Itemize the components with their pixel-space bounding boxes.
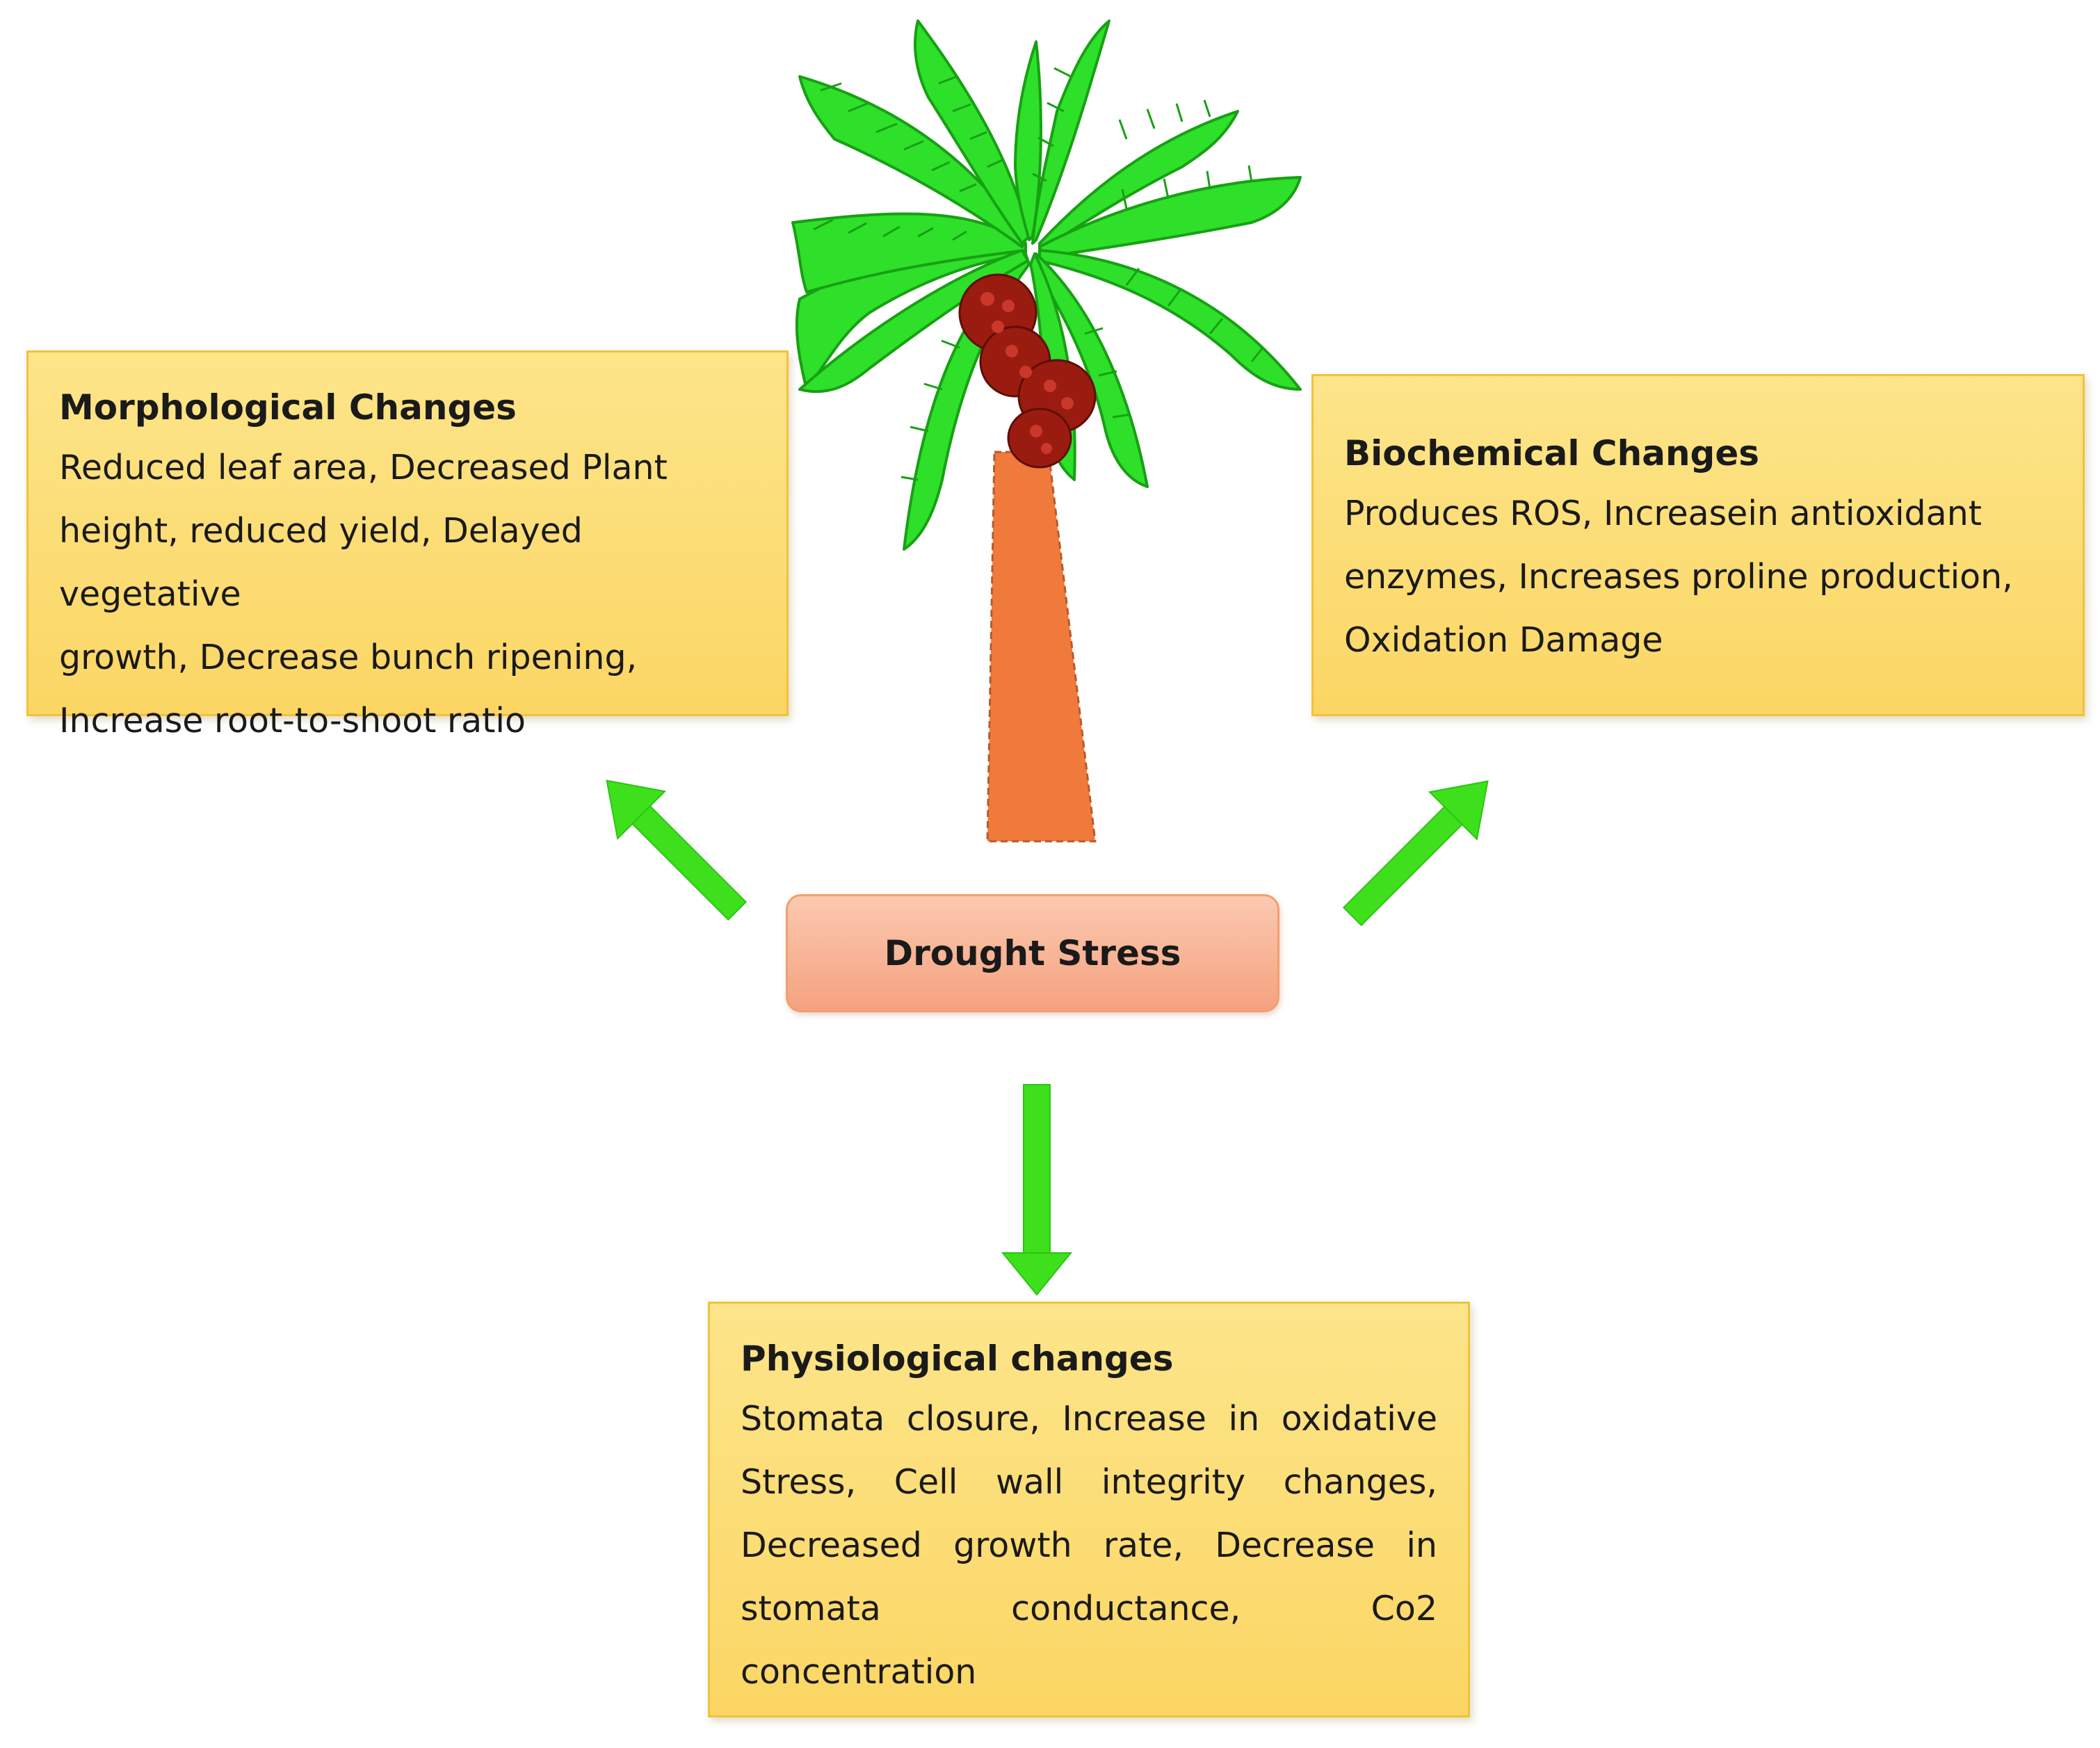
morphological-changes-box: Morphological Changes Reduced leaf area,…	[26, 350, 789, 741]
arrow-up-left-icon	[606, 779, 748, 921]
drought-stress-node: Drought Stress	[786, 894, 1279, 1012]
biochemical-text: Produces ROS, Increasein antioxidant enz…	[1344, 494, 2013, 660]
physiological-changes-box: Physiological changes Stomata closure, I…	[708, 1302, 1470, 1717]
drought-stress-label: Drought Stress	[884, 933, 1181, 973]
arrow-up-right-icon	[1342, 780, 1489, 927]
morphological-text: Reduced leaf area, Decreased Plant heigh…	[59, 448, 668, 741]
arrow-down-icon	[1001, 1084, 1073, 1296]
biochemical-changes-box: Biochemical Changes Produces ROS, Increa…	[1311, 374, 2085, 716]
morphological-title: Morphological Changes	[59, 387, 517, 428]
physiological-text: Stomata closure, Increase in oxidative S…	[741, 1399, 1437, 1692]
biochemical-title: Biochemical Changes	[1344, 433, 1759, 474]
palm-tree-icon	[791, 19, 1302, 843]
physiological-title: Physiological changes	[741, 1338, 1174, 1379]
